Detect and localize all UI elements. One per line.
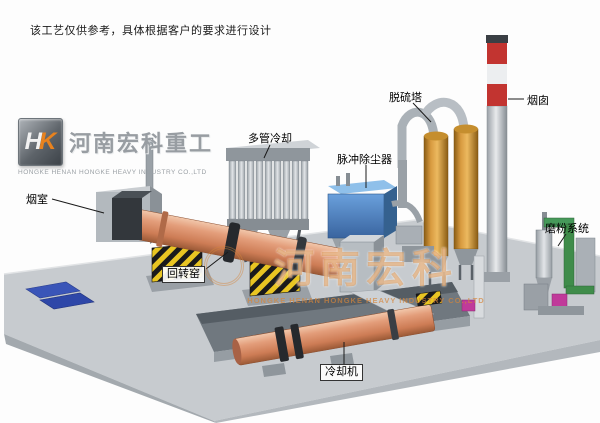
grinding-system bbox=[523, 212, 596, 315]
logo-hk-monogram: H K bbox=[18, 118, 63, 166]
cooler-discharge bbox=[415, 255, 485, 319]
label-desulfurization-tower: 脱硫塔 bbox=[389, 92, 422, 104]
label-pulse-dust-collector: 脉冲除尘器 bbox=[337, 154, 392, 166]
label-chimney: 烟囱 bbox=[527, 95, 549, 107]
label-rotary-kiln: 回转窑 bbox=[162, 266, 205, 283]
foundation-pads bbox=[25, 281, 95, 310]
desulfurization-towers bbox=[397, 97, 479, 286]
chimney bbox=[484, 35, 510, 282]
disclaimer-note: 该工艺仅供参考，具体根据客户的要求进行设计 bbox=[30, 25, 272, 37]
logo-letter-k: K bbox=[38, 128, 57, 155]
logo-letter-h: H bbox=[24, 128, 42, 155]
logo-company-name-cn: 河南宏科重工 bbox=[68, 131, 213, 156]
label-grinding-system: 磨粉系统 bbox=[545, 223, 589, 235]
cooling-machine-supports bbox=[262, 353, 354, 377]
label-smoke-chamber: 烟室 bbox=[26, 194, 48, 206]
company-logo: H K 河南宏科重工 HONGKE HENAN HONGKE HEAVY IND… bbox=[18, 118, 213, 176]
logo-row: H K 河南宏科重工 bbox=[18, 118, 213, 166]
label-multi-tube-cooler: 多管冷却 bbox=[248, 133, 292, 145]
callout-lines bbox=[51, 98, 567, 366]
logo-company-name-en: HONGKE HENAN HONGKE HEAVY INDUSTRY CO.,L… bbox=[18, 169, 207, 176]
label-cooling-machine: 冷却机 bbox=[320, 364, 363, 381]
kiln-smoke-chamber bbox=[112, 191, 152, 240]
kiln-hood bbox=[339, 235, 435, 321]
cooling-machine bbox=[232, 304, 436, 366]
